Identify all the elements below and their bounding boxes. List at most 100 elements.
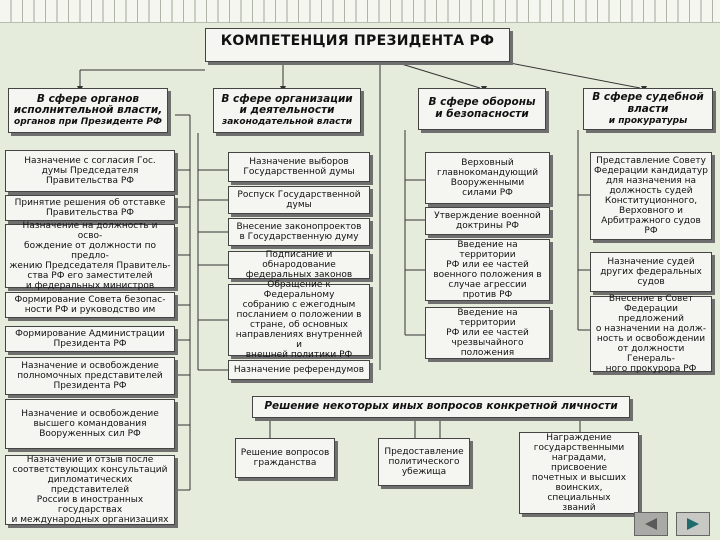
- executive-item-line: Президента РФ: [53, 381, 127, 392]
- category-defense-line: В сфере обороны: [428, 96, 536, 109]
- executive-item-line: Принятие решения об отставке: [14, 197, 166, 208]
- judicial-item-line: Арбитражного судов РФ: [601, 216, 701, 237]
- legislative-item: Назначение выборов Государственной думы: [228, 152, 370, 182]
- executive-item-line: Назначение и освобождение: [21, 408, 159, 419]
- special-item: Награждение государственными наградами, …: [519, 432, 639, 514]
- legislative-item-line: собранию с ежегодным: [242, 299, 356, 310]
- special-item: Решение вопросов гражданства: [235, 438, 335, 478]
- defense-item-line: Верховный: [461, 157, 514, 168]
- special-item-line: политического: [388, 456, 460, 467]
- category-judicial-line: власти: [627, 102, 669, 115]
- category-judicial-line: В сфере судебной: [592, 91, 704, 104]
- defense-item-line: силами РФ: [462, 188, 513, 199]
- executive-item-line: дипломатических представителей: [47, 474, 133, 495]
- legislative-item-line: Роспуск Государственной: [237, 189, 361, 200]
- executive-item: Назначение и освобождение высшего команд…: [5, 399, 175, 449]
- legislative-item-line: Обращение к Федеральному: [263, 279, 335, 300]
- executive-item: Формирование Администрации Президента РФ: [5, 326, 175, 352]
- executive-item-line: Правительства РФ: [45, 208, 135, 218]
- judicial-item-line: Федерации кандидатур: [594, 165, 708, 176]
- legislative-item-line: Внесение законопроектов: [236, 221, 362, 232]
- decorative-top-bar: [0, 0, 720, 23]
- legislative-item: Подписание и обнародование федеральных з…: [228, 250, 370, 281]
- executive-item-line: Назначение с согласия Гос.: [24, 155, 156, 166]
- legislative-item-line: думы: [286, 200, 312, 210]
- special-item: Предоставление политического убежища: [378, 438, 470, 486]
- category-executive-sub: органов при Президенте РФ: [14, 117, 162, 128]
- defense-item-line: чрезвычайного: [451, 338, 524, 349]
- legislative-item-line: посланием о положении в: [236, 309, 362, 320]
- legislative-item-line: в Государственную думу: [239, 232, 359, 242]
- judicial-item: Назначение судей других федеральных судо…: [590, 252, 712, 292]
- legislative-item-line: федеральных законов: [245, 270, 353, 281]
- legislative-item: Обращение к Федеральному собранию с ежег…: [228, 280, 370, 360]
- special-item-line: Предоставление: [384, 446, 464, 457]
- judicial-item-line: Верховного и: [619, 206, 683, 217]
- judicial-item-line: для назначения на: [605, 175, 697, 186]
- special-title: Решение некоторых иных вопросов конкретн…: [252, 396, 630, 418]
- legislative-item-line: Назначение референдумов: [233, 364, 365, 375]
- special-item-line: гражданства: [253, 458, 317, 468]
- defense-item: Верховный главнокомандующий Вооруженными…: [425, 152, 550, 204]
- category-defense: В сфере обороны и безопасности: [418, 88, 546, 130]
- prev-slide-button[interactable]: [634, 512, 668, 536]
- category-legislative-line: В сфере организации: [221, 92, 353, 105]
- defense-item-line: военного положения в: [433, 270, 542, 280]
- special-item-line: государственными: [533, 442, 625, 453]
- defense-item-line: Вооруженными: [450, 178, 525, 188]
- executive-item-line: Назначение на должность и осво-: [22, 220, 158, 241]
- judicial-item-line: Конституционного,: [604, 196, 698, 206]
- judicial-item-line: о назначении на долж-: [595, 323, 707, 334]
- category-executive-line: В сфере органов: [36, 92, 140, 105]
- special-title-text: Решение некоторых иных вопросов конкретн…: [264, 400, 618, 413]
- judicial-item-line: Назначение судей: [607, 256, 695, 267]
- executive-item-line: ности РФ и руководство им: [24, 305, 156, 315]
- executive-item-line: и федеральных министров: [25, 281, 155, 292]
- defense-item-line: доктрины РФ: [456, 221, 519, 231]
- legislative-item: Назначение референдумов: [228, 360, 370, 380]
- category-legislative-sub: законодательной власти: [222, 117, 352, 128]
- judicial-item-line: судов: [637, 277, 665, 288]
- executive-item: Назначение и отзыв после соответствующих…: [5, 455, 175, 525]
- defense-item: Введение на территории РФ или ее частей …: [425, 307, 550, 359]
- category-legislative: В сфере организации и деятельности закон…: [213, 88, 361, 133]
- category-judicial-sub: и прокуратуры: [608, 115, 688, 126]
- legislative-item: Внесение законопроектов в Государственну…: [228, 218, 370, 246]
- defense-item-line: Введение на территории: [457, 239, 518, 260]
- legislative-item-line: внешней политики РФ: [245, 350, 353, 361]
- executive-item-line: ства РФ его заместителей: [27, 271, 153, 282]
- triangle-left-icon: [645, 518, 657, 530]
- executive-item: Назначение и освобождение полномочных пр…: [5, 357, 175, 395]
- executive-item-line: бождение от должности по предло-: [24, 240, 156, 261]
- special-item-line: званий: [562, 503, 596, 514]
- category-executive: В сфере органов исполнительной власти, о…: [8, 88, 168, 133]
- executive-item-line: Назначение и отзыв после: [26, 454, 154, 465]
- legislative-item-line: стране, об основных: [250, 320, 348, 330]
- defense-item-line: Введение на территории: [457, 307, 518, 328]
- next-slide-button[interactable]: [676, 512, 710, 536]
- legislative-item-line: Назначение выборов: [249, 156, 349, 167]
- defense-item-line: РФ или ее частей: [446, 327, 529, 338]
- judicial-item-line: должность судей: [609, 185, 693, 196]
- executive-item-line: Формирование Совета безопас-: [14, 294, 166, 305]
- executive-item-line: Назначение и освобождение: [21, 360, 159, 371]
- special-item-line: убежища: [401, 467, 447, 478]
- defense-item: Введение на территории РФ или ее частей …: [425, 239, 550, 301]
- category-defense-line: и безопасности: [435, 108, 529, 120]
- category-judicial: В сфере судебной власти и прокуратуры: [583, 88, 713, 130]
- executive-item-line: Формирование Администрации: [15, 328, 165, 339]
- judicial-item-line: других федеральных: [600, 266, 702, 277]
- triangle-right-icon: [687, 518, 699, 530]
- defense-item-line: случае агрессии: [448, 280, 527, 291]
- executive-item-line: полномочных представителей: [17, 370, 163, 381]
- defense-item-line: положения: [460, 348, 515, 359]
- judicial-item-line: от должности Генераль-: [617, 344, 685, 365]
- executive-item: Принятие решения об отставке Правительст…: [5, 195, 175, 221]
- judicial-item-line: Внесение в Совет: [608, 293, 694, 304]
- executive-item: Формирование Совета безопас- ности РФ и …: [5, 292, 175, 318]
- executive-item-line: соответствующих консультаций: [12, 464, 168, 475]
- legislative-item-line: направлениях внутренней и: [235, 330, 363, 351]
- special-item-line: Награждение: [546, 432, 612, 443]
- defense-item-line: Утверждение военной: [434, 210, 541, 221]
